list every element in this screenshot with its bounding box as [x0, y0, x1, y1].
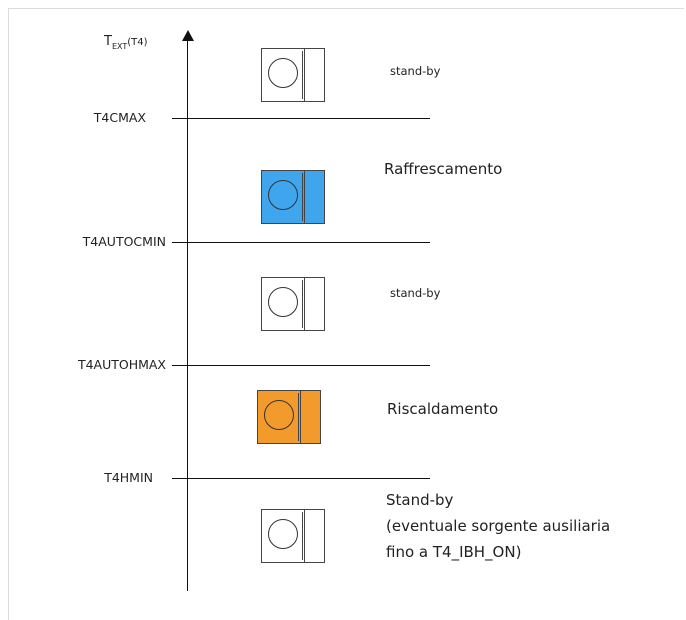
threshold-label-t4hmin: T4HMIN [104, 470, 153, 485]
unit-panel [264, 280, 303, 328]
unit-panel [264, 51, 303, 99]
threshold-label-t4autohmax: T4AUTOHMAX [77, 357, 166, 372]
unit-panel [264, 512, 303, 560]
unit-divider [304, 171, 305, 223]
mode-label-line: (eventuale sorgente ausiliaria [386, 517, 611, 535]
threshold-label-t4autocmin: T4AUTOCMIN [82, 234, 166, 249]
unit-panel [264, 173, 303, 221]
unit-divider [304, 49, 305, 101]
temperature-axis [187, 38, 189, 591]
mode-label-standby-bottom: Stand-by (eventuale sorgente ausiliaria … [386, 487, 610, 565]
fan-icon [264, 400, 294, 430]
heat-pump-unit-standby-middle [261, 277, 325, 331]
fan-icon [268, 519, 298, 549]
threshold-line-t4autohmax [172, 365, 430, 366]
fan-icon [268, 180, 298, 210]
heat-pump-unit-standby-top [261, 48, 325, 102]
mode-label-cooling: Raffrescamento [384, 160, 503, 178]
unit-divider [304, 510, 305, 562]
fan-icon [268, 58, 298, 88]
axis-arrow-icon [182, 30, 194, 41]
unit-divider [304, 278, 305, 330]
mode-label-line: Stand-by [386, 491, 454, 509]
axis-title: TEXT(T4) [104, 34, 148, 51]
threshold-line-t4cmax [172, 118, 430, 119]
threshold-line-t4autocmin [172, 242, 430, 243]
mode-label-standby-top: stand-by [390, 64, 441, 78]
heat-pump-unit-heating [257, 390, 321, 444]
heat-pump-unit-cooling [261, 170, 325, 224]
mode-label-heating: Riscaldamento [387, 400, 499, 418]
mode-label-line: fino a T4_IBH_ON) [386, 543, 522, 561]
fan-icon [268, 287, 298, 317]
unit-panel [260, 393, 299, 441]
threshold-label-t4cmax: T4CMAX [93, 110, 146, 125]
diagram-frame [8, 8, 684, 620]
threshold-line-t4hmin [172, 478, 430, 479]
mode-label-standby-middle: stand-by [390, 286, 441, 300]
heat-pump-unit-standby-bottom [261, 509, 325, 563]
unit-divider [300, 391, 301, 443]
